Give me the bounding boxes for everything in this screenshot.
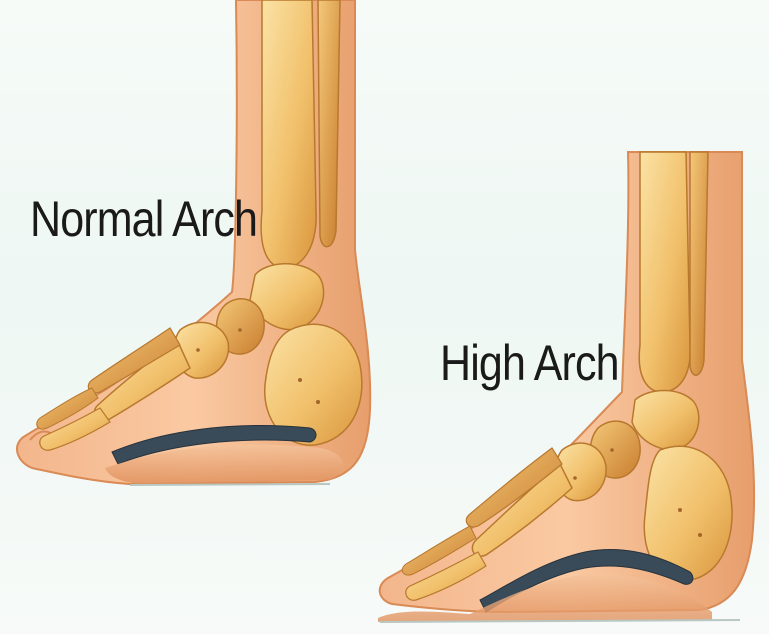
- normal-fibula-bone: [318, 0, 340, 247]
- high-tibia-bone: [639, 152, 690, 392]
- high-arch-label: High Arch: [440, 334, 619, 392]
- normal-arch-label: Normal Arch: [30, 190, 257, 248]
- normal-tibia-bone: [261, 0, 316, 268]
